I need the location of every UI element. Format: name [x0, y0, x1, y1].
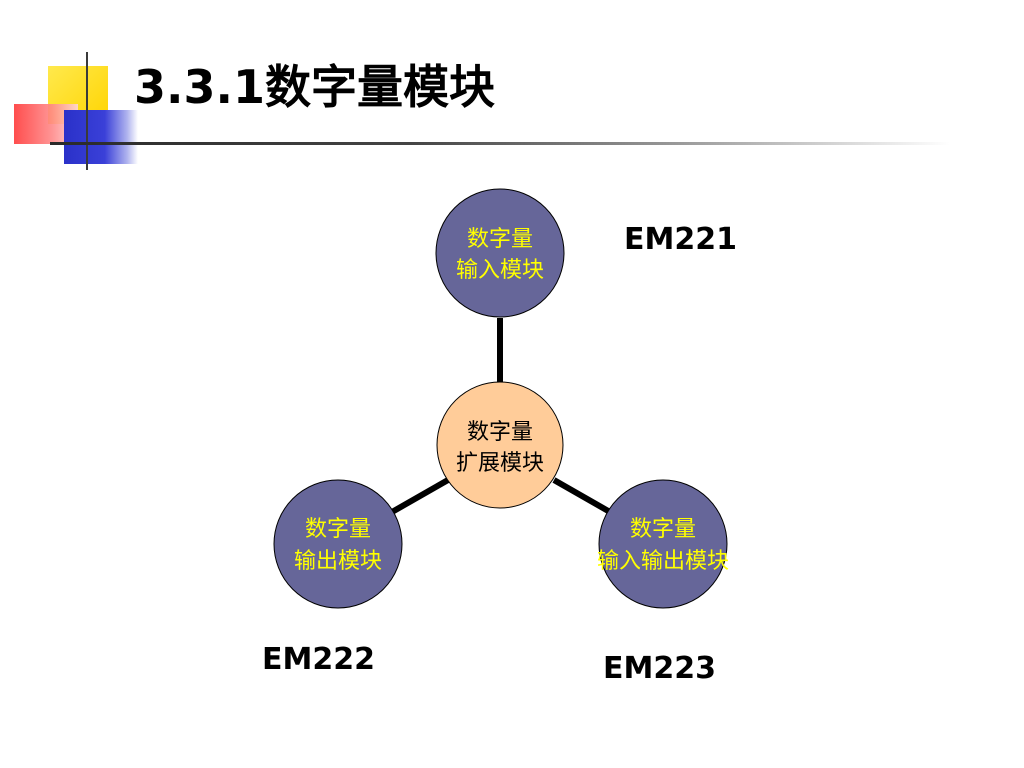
connector-output	[392, 480, 448, 512]
node-center: 数字量 扩展模块	[437, 382, 563, 508]
node-input-line2: 输入模块	[456, 258, 544, 283]
node-output-line1: 数字量	[305, 517, 371, 542]
node-output: 数字量 输出模块	[274, 480, 402, 608]
node-input: 数字量 输入模块	[436, 189, 564, 317]
node-center-line1: 数字量	[467, 420, 533, 445]
node-center-circle	[437, 382, 563, 508]
node-input-line1: 数字量	[467, 227, 533, 252]
node-io: 数字量 输入输出模块	[597, 480, 729, 608]
model-label-em223: EM223	[603, 651, 716, 686]
node-io-line1: 数字量	[630, 517, 696, 542]
node-input-circle	[436, 189, 564, 317]
node-io-line2: 输入输出模块	[597, 549, 729, 574]
connector-io	[554, 480, 610, 512]
model-label-em221: EM221	[624, 222, 737, 257]
node-io-circle	[599, 480, 727, 608]
node-output-line2: 输出模块	[294, 549, 382, 574]
model-label-em222: EM222	[262, 642, 375, 677]
node-center-line2: 扩展模块	[456, 451, 544, 476]
node-output-circle	[274, 480, 402, 608]
